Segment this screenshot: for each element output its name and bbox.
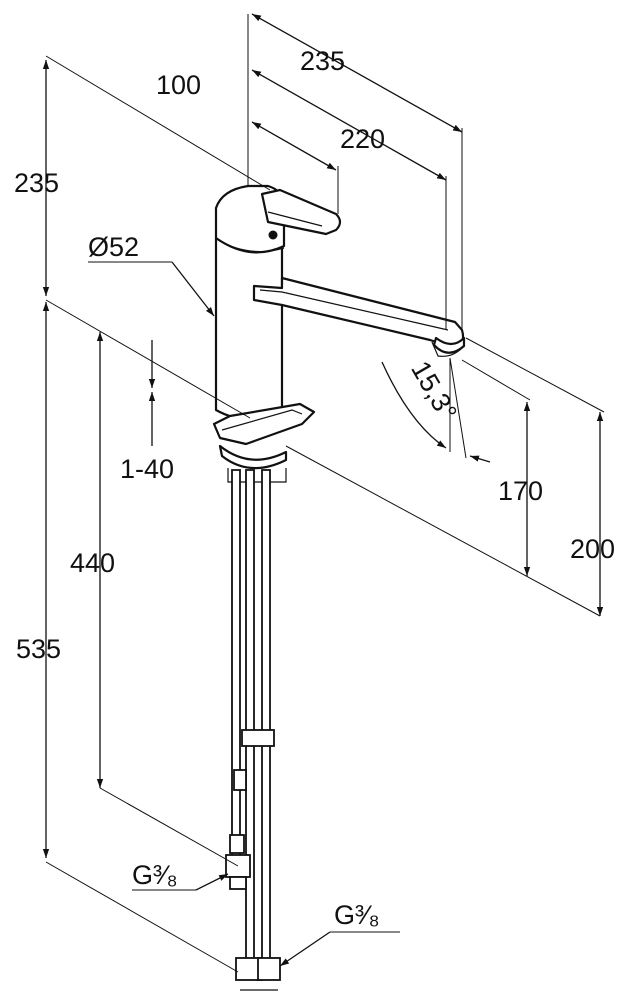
dimension-lines [42, 13, 605, 973]
label-overall-height-535: 535 [16, 634, 61, 664]
label-handle-reach-100: 100 [156, 70, 201, 100]
label-deck-thickness: 1-40 [120, 454, 174, 484]
label-spout-clearance-170: 170 [498, 476, 543, 506]
dimension-labels: 235 100 220 235 Ø52 1-40 15,3° 170 200 4… [14, 46, 615, 930]
label-top-width-235: 235 [300, 46, 345, 76]
label-upper-height-235: 235 [14, 168, 59, 198]
label-body-diameter: Ø52 [88, 232, 139, 262]
label-spout-reach-220: 220 [340, 124, 385, 154]
supply-hoses [225, 469, 281, 991]
label-spout-height-200: 200 [570, 534, 615, 564]
label-spout-angle: 15,3° [405, 356, 463, 426]
label-connection-left: G³⁄₈ [132, 860, 178, 890]
label-connection-right: G³⁄₈ [334, 900, 380, 930]
label-hose-length-440: 440 [70, 548, 115, 578]
faucet-body [212, 184, 466, 483]
